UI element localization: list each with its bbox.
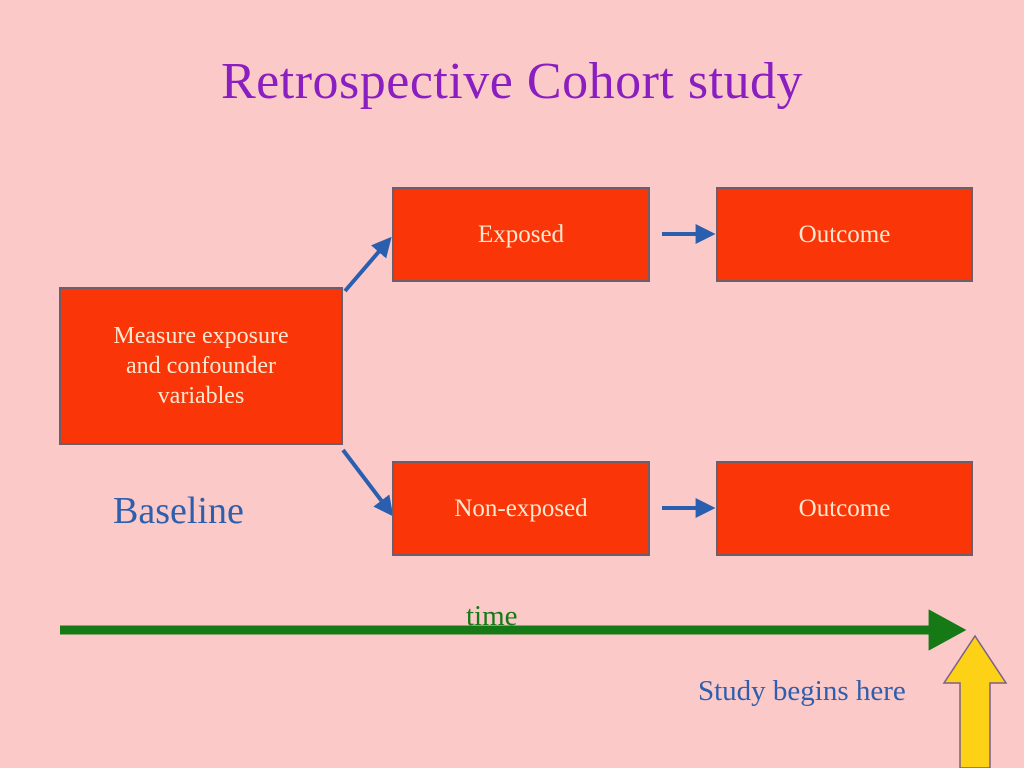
- box-measure-line3: variables: [157, 383, 245, 409]
- box-non-exposed[interactable]: Non-exposed: [392, 461, 650, 556]
- box-measure-exposure[interactable]: Measure exposure and confounder variable…: [59, 287, 343, 445]
- box-outcome-non-exposed[interactable]: Outcome: [716, 461, 973, 556]
- box-measure-line1: Measure exposure: [113, 323, 289, 349]
- branch-arrow-to-exposed: [343, 236, 392, 293]
- box-nonexposed-label: Non-exposed: [454, 494, 588, 522]
- study-begins-up-arrow: [942, 634, 1008, 768]
- label-baseline: Baseline: [113, 490, 244, 532]
- box-outcome-bottom-label: Outcome: [798, 494, 891, 522]
- label-study-begins-here: Study begins here: [698, 675, 906, 707]
- box-outcome-exposed[interactable]: Outcome: [716, 187, 973, 282]
- box-measure-line2: and confounder: [126, 353, 276, 379]
- branch-arrow-to-nonexposed: [341, 448, 394, 517]
- label-time: time: [466, 600, 518, 632]
- box-exposed-label: Exposed: [477, 220, 565, 248]
- box-outcome-top-label: Outcome: [798, 220, 891, 248]
- box-exposed[interactable]: Exposed: [392, 187, 650, 282]
- box-measure-text: Measure exposure and confounder variable…: [113, 321, 288, 411]
- page-title: Retrospective Cohort study: [220, 53, 804, 110]
